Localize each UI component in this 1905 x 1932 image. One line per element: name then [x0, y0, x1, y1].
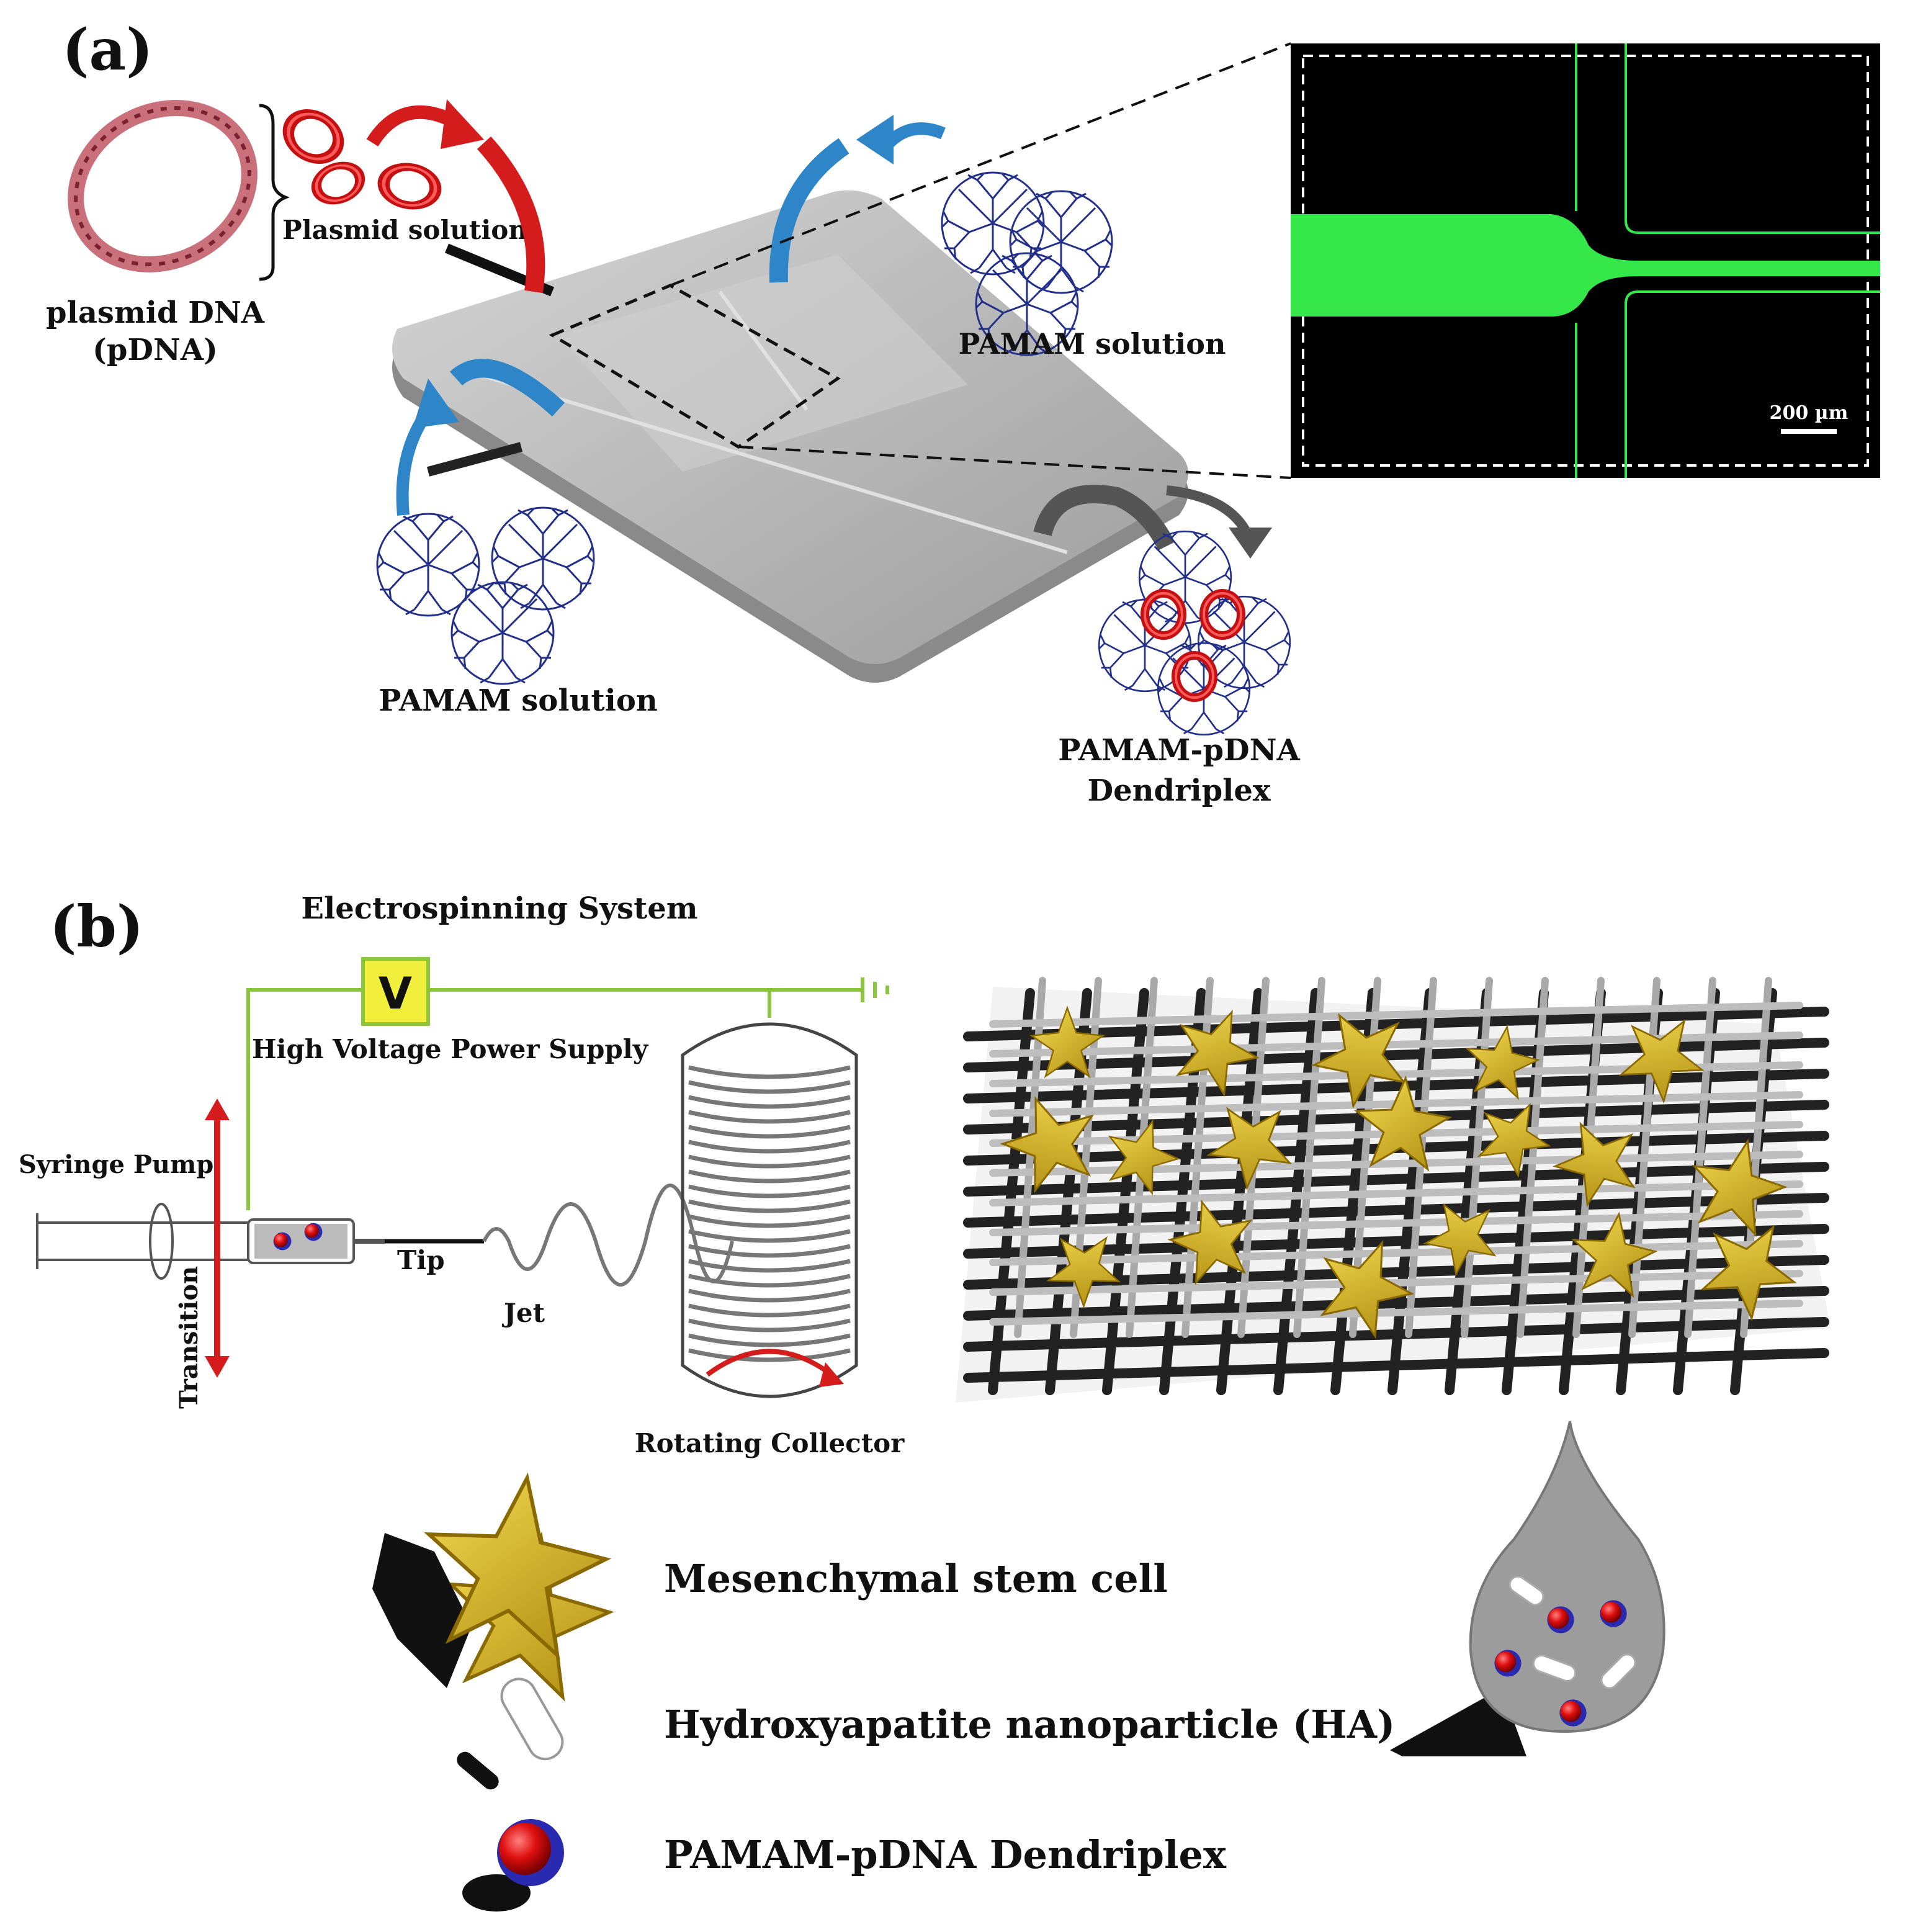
legend-dendriplex-icon	[462, 1819, 564, 1912]
transition-arrow-icon	[205, 1099, 230, 1378]
gray-arrow-icon	[1166, 485, 1252, 536]
electrospinning-title: Electrospinning System	[301, 891, 697, 926]
legend-msc-icon	[372, 1465, 621, 1702]
plasmid-dna-abbrev: (pDNA)	[92, 333, 218, 367]
pamam-solution-top-label: PAMAM solution	[959, 327, 1226, 361]
power-circuit	[246, 977, 889, 1210]
fiber-scaffold	[956, 977, 1831, 1403]
plasmid-dna-icon	[68, 100, 258, 272]
brace-icon	[259, 104, 290, 281]
zoom-line-top	[670, 42, 1291, 287]
red-arrow-head-icon	[441, 99, 484, 149]
voltage-source-icon	[361, 957, 430, 1026]
syringe-pump-label: Syringe Pump	[19, 1150, 213, 1179]
microfluidic-chip	[392, 190, 1188, 683]
legend-ha-label: Hydroxyapatite nanoparticle (HA)	[664, 1702, 1395, 1747]
jet-label: Jet	[501, 1298, 545, 1328]
fiber-crosssection-icon	[1390, 1421, 1665, 1756]
outlet-tube-gray	[1033, 485, 1175, 550]
dendriplex-icon	[1098, 530, 1291, 736]
inlet-tube-blue-top	[769, 138, 849, 283]
scale-bar-label: 200 µm	[1770, 402, 1849, 424]
voltage-symbol: V	[379, 968, 412, 1019]
panel-a-label: (a)	[62, 16, 153, 83]
chip-zoom-region	[549, 284, 841, 449]
plasmid-solution-label: Plasmid solution	[282, 215, 527, 245]
power-supply-label: High Voltage Power Supply	[252, 1034, 649, 1064]
polymer-jet	[482, 1184, 734, 1287]
legend-dendriplex-label: PAMAM-pDNA Dendriplex	[664, 1832, 1227, 1877]
plasmid-rings-icon	[280, 106, 439, 210]
blue-arrow-bottom-head-icon	[413, 379, 459, 428]
pamam-cluster-bottom-icon	[376, 506, 595, 685]
legend-msc-label: Mesenchymal stem cell	[664, 1556, 1168, 1601]
fluorescence-micrograph	[1291, 43, 1880, 478]
dendriplex-label: PAMAM-pDNA	[1058, 733, 1300, 768]
inlet-tube-red	[477, 136, 545, 294]
outlet-tube-black	[426, 442, 523, 477]
panel-b-label: (b)	[50, 893, 143, 960]
dendriplex-label-line2: Dendriplex	[1087, 773, 1270, 808]
syringe-icon	[36, 1203, 385, 1280]
plasmid-dna-label: plasmid DNA	[46, 295, 265, 330]
inlet-tube-blue-bottom	[449, 359, 565, 417]
rotating-collector-label: Rotating Collector	[635, 1428, 905, 1458]
gray-arrow-head-icon	[1229, 528, 1272, 559]
legend-ha-icon	[457, 1678, 564, 1790]
pamam-solution-bottom-label: PAMAM solution	[379, 683, 658, 718]
zoom-line-bottom	[738, 446, 1291, 479]
rotating-collector-icon	[681, 1022, 858, 1398]
transition-label: Transition	[174, 1266, 204, 1409]
blue-arrow-top-head-icon	[856, 115, 894, 164]
tip-label: Tip	[397, 1245, 445, 1275]
